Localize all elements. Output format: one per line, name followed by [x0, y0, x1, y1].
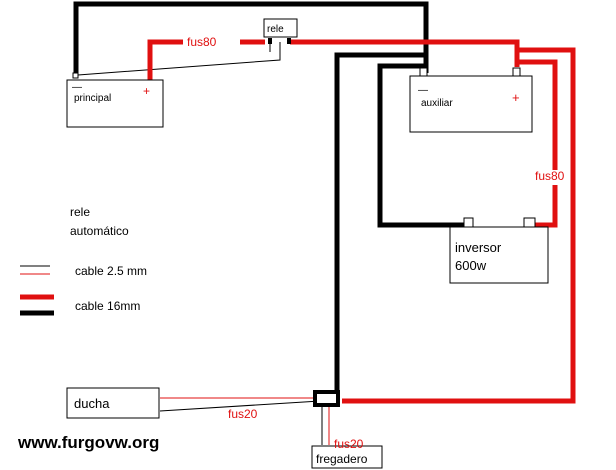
- thick-positive-cables: [147, 39, 576, 404]
- red-wire-auxiliar-to-inversor: [517, 59, 558, 170]
- auxiliar-negative-sign: —: [418, 85, 428, 96]
- thick-negative-cables: [73, 1, 467, 393]
- red-wire-principal-to-rele: [147, 39, 183, 80]
- fuse-right-label: fus80: [535, 169, 565, 183]
- rele-label: rele: [267, 24, 284, 35]
- legend-thin-label: cable 2.5 mm: [75, 264, 147, 278]
- red-wire-long-return: [342, 47, 576, 404]
- principal-positive-sign: +: [143, 84, 150, 98]
- rele-terminal-left: [268, 38, 272, 44]
- inversor-box: inversor 600w: [449, 217, 549, 284]
- rele-terminal-right: [287, 38, 291, 44]
- auxiliar-battery: — auxiliar +: [409, 67, 533, 133]
- rele-box: rele: [263, 18, 298, 44]
- principal-negative-sign: —: [72, 82, 82, 93]
- principal-label: principal: [74, 93, 111, 104]
- legend-title-line2: automático: [70, 224, 129, 238]
- black-wire-vertical-to-load-block: [334, 52, 426, 393]
- fuse-top-label: fus80: [187, 35, 217, 49]
- legend-thick-label: cable 16mm: [75, 299, 140, 313]
- ducha-label: ducha: [74, 396, 110, 411]
- thin-wire-ducha-negative: [159, 400, 321, 412]
- principal-battery: — principal +: [66, 72, 164, 128]
- inversor-label: inversor: [455, 240, 502, 255]
- fregadero-box: fregadero: [311, 445, 383, 469]
- fregadero-label: fregadero: [316, 452, 368, 466]
- fuse-fregadero-label: fus20: [334, 437, 364, 451]
- ducha-box: ducha: [66, 387, 160, 419]
- auxiliar-negative-terminal: [419, 67, 428, 77]
- fuse-ducha-label: fus20: [228, 407, 258, 421]
- red-wire-rele-to-auxiliar: [290, 39, 520, 67]
- watermark: www.furgovw.org: [17, 433, 159, 452]
- principal-negative-terminal: [72, 72, 79, 79]
- thin-cables: [77, 42, 330, 445]
- black-wire-principal-top-loop: [73, 1, 429, 75]
- thin-wire-rele-to-principal: [77, 42, 281, 76]
- auxiliar-positive-terminal: [512, 67, 521, 77]
- load-junction-block: [313, 390, 340, 407]
- inversor-positive-terminal: [523, 217, 536, 228]
- auxiliar-label: auxiliar: [421, 98, 453, 109]
- auxiliar-positive-sign: +: [512, 90, 520, 105]
- legend: rele automático cable 2.5 mm cable 16mm: [20, 205, 147, 316]
- inversor-power-label: 600w: [455, 258, 487, 273]
- black-wire-auxiliar-to-inversor: [377, 63, 467, 228]
- inversor-negative-terminal: [463, 217, 474, 228]
- legend-title-line1: rele: [70, 205, 90, 219]
- red-wire-fuse-to-inversor: [530, 185, 558, 228]
